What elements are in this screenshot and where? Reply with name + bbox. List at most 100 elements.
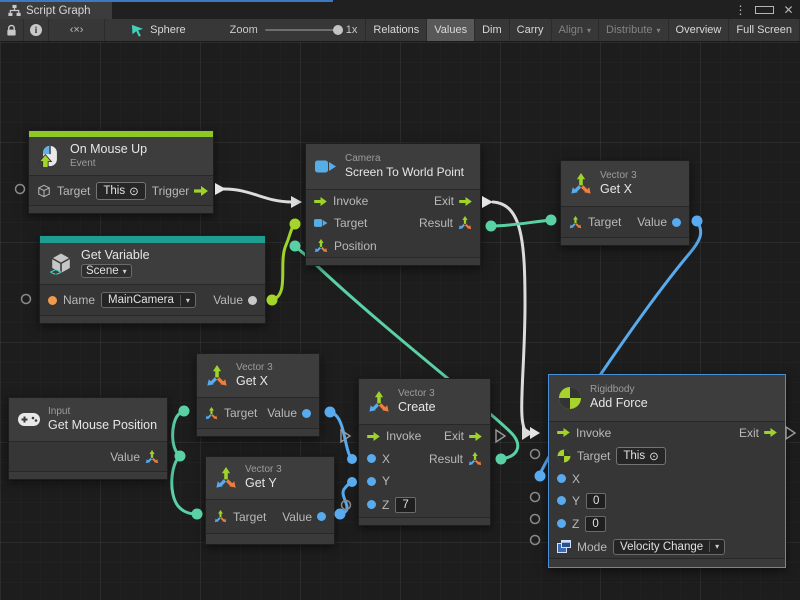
target-port-label: Target: [224, 406, 257, 420]
toolbar-button-overview[interactable]: Overview: [669, 19, 730, 41]
node-get-mouse-position[interactable]: Input Get Mouse Position Value: [8, 397, 168, 480]
port-create-y-in[interactable]: [347, 477, 357, 487]
port-get-x-right-target-in[interactable]: [546, 215, 557, 226]
node-title: On Mouse Up: [70, 143, 147, 157]
graph-pointer[interactable]: Sphere: [123, 19, 193, 41]
info-icon: i: [30, 24, 42, 36]
node-get-x-mid[interactable]: Vector 3 Get X Target Value: [196, 353, 320, 437]
port-get-x-mid-value-out[interactable]: [325, 407, 336, 418]
target-port-label: Target: [577, 449, 610, 463]
z-port-label: Z: [382, 498, 389, 512]
toolbar-button-values[interactable]: Values: [427, 19, 475, 41]
target-port-label: Target: [57, 184, 90, 198]
code-preview-button[interactable]: ‹×›: [49, 19, 105, 41]
z-value-field[interactable]: 7: [395, 497, 415, 513]
port-get-variable-value-out[interactable]: [267, 295, 278, 306]
tab-script-graph[interactable]: Script Graph: [0, 2, 112, 19]
node-screen-to-world-point[interactable]: Camera Screen To World Point Invoke Exit…: [305, 143, 481, 266]
node-get-y[interactable]: Vector 3 Get Y Target Value: [205, 456, 335, 545]
x-port-icon: [367, 454, 376, 463]
lock-button[interactable]: [0, 19, 24, 41]
close-icon[interactable]: ✕: [779, 3, 798, 17]
toolbar-button-dim[interactable]: Dim: [475, 19, 510, 41]
force-mode-dropdown[interactable]: Velocity Change ▾: [613, 539, 725, 555]
graph-pointer-icon: [131, 24, 144, 37]
port-get-y-target-in[interactable]: [192, 509, 203, 520]
port-create-exit-out[interactable]: [496, 430, 505, 442]
trigger-port-label: Trigger: [152, 184, 190, 198]
force-mode-icon: [557, 540, 571, 554]
port-camera-target-in[interactable]: [290, 219, 301, 230]
graph-toolbar: i ‹×› Sphere Zoom 1x Relations Values Di…: [0, 19, 800, 42]
port-add-force-exit-out[interactable]: [786, 427, 795, 439]
maximize-icon[interactable]: [755, 6, 774, 14]
flow-arrow-icon: [557, 428, 570, 437]
port-mouse-position-value-out[interactable]: [175, 451, 186, 462]
value-port-icon: [317, 512, 326, 521]
port-create-result-out[interactable]: [496, 454, 507, 465]
variable-name-dropdown[interactable]: MainCamera ▾: [101, 292, 196, 308]
z-value-field[interactable]: 0: [585, 516, 605, 532]
toolbar-button-fullscreen[interactable]: Full Screen: [729, 19, 800, 41]
port-create-invoke-in[interactable]: [341, 430, 350, 442]
target-value-chip[interactable]: This ⊙: [96, 182, 145, 200]
wire-result-to-getx: [491, 220, 551, 226]
port-add-force-invoke-in[interactable]: [530, 427, 540, 439]
y-value-field[interactable]: 0: [586, 493, 606, 509]
zoom-slider-handle[interactable]: [333, 25, 343, 35]
port-get-x-right-value-out[interactable]: [692, 216, 703, 227]
toolbar-button-distribute[interactable]: Distribute▾: [599, 19, 668, 41]
port-on-mouse-up-trigger-out[interactable]: [215, 183, 226, 195]
vector3-icon: [468, 452, 482, 466]
target-value-chip[interactable]: This ⊙: [616, 447, 665, 465]
port-get-y-value-out[interactable]: [335, 509, 346, 520]
toolbar-button-align[interactable]: Align▾: [552, 19, 599, 41]
toolbar-button-carry[interactable]: Carry: [510, 19, 552, 41]
toolbar-gap: [105, 19, 123, 41]
port-add-force-mode-in[interactable]: [531, 536, 540, 545]
port-on-mouse-up-target-in[interactable]: [16, 185, 25, 194]
value-port-label: Value: [213, 293, 243, 307]
toolbar-button-relations[interactable]: Relations: [366, 19, 427, 41]
port-camera-result-out[interactable]: [486, 221, 497, 232]
port-add-force-x-in[interactable]: [535, 471, 546, 482]
port-camera-exit-out[interactable]: [482, 196, 493, 208]
mouse-up-icon: [38, 144, 62, 168]
exit-port-label: Exit: [434, 194, 454, 208]
result-port-label: Result: [429, 452, 463, 466]
node-title: Get X: [600, 183, 637, 197]
inspect-button[interactable]: i: [24, 19, 49, 41]
node-title: Add Force: [590, 397, 648, 411]
svg-text:<>: <>: [50, 267, 62, 276]
zoom-slider[interactable]: [265, 29, 339, 31]
graph-icon: [8, 4, 21, 17]
port-create-z-in[interactable]: [342, 501, 351, 510]
node-category: Input: [48, 407, 157, 417]
port-add-force-z-in[interactable]: [531, 515, 540, 524]
node-add-force[interactable]: Rigidbody Add Force Invoke Exit: [548, 374, 786, 568]
vector3-icon: [569, 216, 582, 229]
node-vector3-create[interactable]: Vector 3 Create Invoke Exit X: [358, 378, 491, 526]
value-port-icon: [672, 218, 681, 227]
node-get-x-right[interactable]: Vector 3 Get X Target Value: [560, 160, 690, 246]
port-add-force-y-in[interactable]: [531, 493, 540, 502]
target-picker-icon: ⊙: [129, 184, 139, 198]
graph-canvas[interactable]: On Mouse Up Event Target This ⊙ Trigger: [0, 42, 800, 600]
invoke-port-label: Invoke: [333, 194, 368, 208]
port-create-x-in[interactable]: [347, 454, 357, 464]
graph-pointer-label: Sphere: [150, 24, 185, 36]
node-category: Vector 3: [236, 363, 273, 373]
node-on-mouse-up[interactable]: On Mouse Up Event Target This ⊙ Trigger: [28, 130, 214, 214]
more-menu-icon[interactable]: ⋮: [731, 3, 750, 17]
port-get-x-mid-target-in[interactable]: [179, 406, 190, 417]
variable-scope-dropdown[interactable]: Scene ▾: [81, 264, 132, 278]
vector3-icon: [215, 467, 237, 489]
wire-variable-to-target: [272, 224, 295, 300]
chevron-down-icon: ▾: [587, 26, 591, 35]
node-get-variable[interactable]: <> Get Variable Scene ▾ Name MainCamera: [39, 235, 266, 324]
port-add-force-target-in[interactable]: [531, 450, 540, 459]
vector3-icon: [314, 239, 328, 253]
chevron-down-icon: ▾: [657, 26, 661, 35]
port-camera-position-in[interactable]: [290, 241, 301, 252]
port-get-variable-name-in[interactable]: [22, 295, 31, 304]
